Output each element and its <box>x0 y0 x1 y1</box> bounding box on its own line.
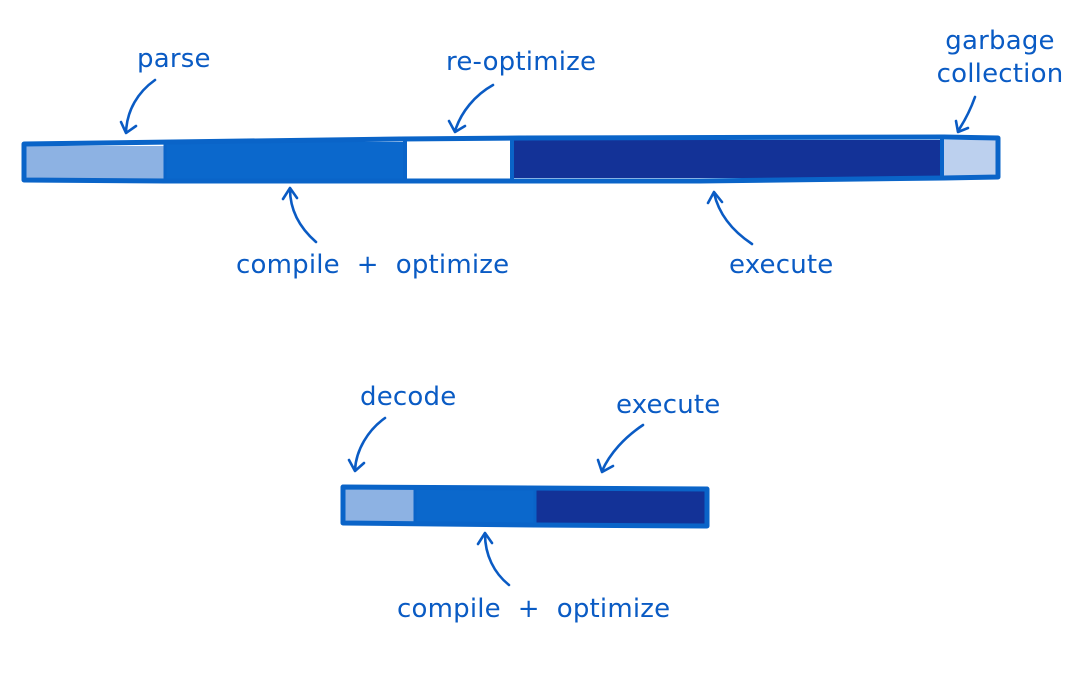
label-reoptimize: re-optimize <box>446 47 597 77</box>
top-segment-reoptimize <box>405 142 512 177</box>
top-segment-compile-optimize <box>165 142 405 180</box>
arrow-compile-optimize-bottom <box>476 531 511 587</box>
label-garbage: garbage <box>945 26 1055 56</box>
label-decode: decode <box>360 382 457 412</box>
top-segment-garbage-collection <box>942 140 998 176</box>
label-execute-bottom: execute <box>616 390 721 420</box>
bottom-bar-outline <box>340 484 710 529</box>
bottom-bar <box>340 484 710 529</box>
label-parse: parse <box>137 44 211 74</box>
top-segment-execute <box>512 140 942 178</box>
top-bar <box>21 134 1001 184</box>
arrow-decode <box>347 416 387 473</box>
top-segment-parse <box>24 146 165 180</box>
bottom-segment-compile-optimize <box>415 489 535 524</box>
label-execute-top: execute <box>729 250 834 280</box>
label-compile-optimize-top: compile + optimize <box>236 250 510 280</box>
label-compile-optimize-bottom: compile + optimize <box>397 594 671 624</box>
bottom-segment-decode <box>344 489 415 522</box>
arrow-reoptimize <box>447 83 495 134</box>
arrow-execute-top <box>706 190 754 246</box>
top-bar-outline <box>21 134 1001 184</box>
label-collection: collection <box>936 59 1064 89</box>
arrow-parse <box>119 78 157 135</box>
arrow-garbage-collection <box>954 95 977 134</box>
bottom-segment-execute <box>535 489 707 525</box>
arrow-execute-bottom <box>596 423 645 474</box>
arrow-compile-optimize-top <box>281 186 318 244</box>
